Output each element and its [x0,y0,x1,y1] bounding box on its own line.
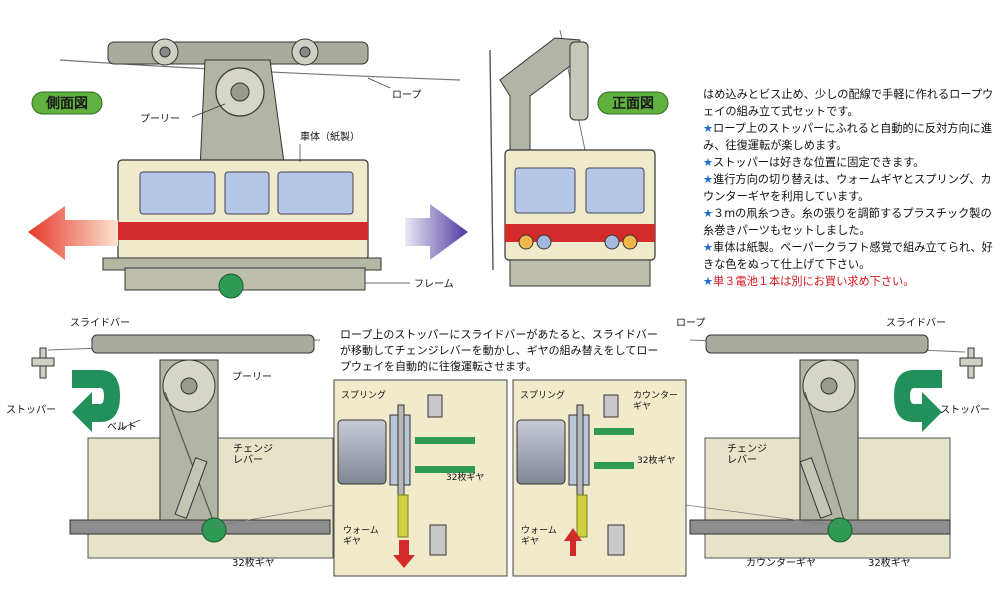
gear32-left [201,517,227,543]
counter-gear-label-2: カウンターギヤ [633,390,678,412]
change-lever-left [174,457,208,519]
left-arrow [28,206,118,260]
motor-1 [337,419,387,485]
frame-label: フレーム [414,278,454,290]
star-icon: ★ [703,275,714,288]
gear-detail-right: スプリング カウンターギヤ 32枚ギヤ ウォームギヤ [512,379,687,577]
pulley-label: プーリー [140,113,180,125]
slide-bar-right [705,334,929,354]
description-block: はめ込みとビス止め、少しの配線で手軽に作れるロープウェイの組み立て式セットです。… [703,86,995,290]
slide-bar-label-left: スライドバー [70,317,130,329]
star-icon: ★ [703,156,714,169]
stopper-right [959,347,983,379]
star-icon: ★ [703,207,714,220]
stopper-left [31,347,55,379]
belt-label: ベルト [107,421,137,433]
counter-gear-post-2 [603,394,619,418]
down-arrow-red [393,540,415,568]
front-view-badge [597,91,669,115]
side-view-badge [31,91,103,115]
gear32-label-1: 32枚ギヤ [446,471,484,483]
gear-side [218,273,244,299]
description-bullet-3: ★進行方向の切り替えは、ウォームギヤとスプリング、カウンターギヤを利用しています… [703,173,992,203]
counter-gear-post-1 [427,394,443,418]
clutch-2 [607,524,625,556]
front-hanger [499,37,581,151]
stopper-label-right: ストッパー [940,404,990,416]
gear-detail-left: スプリング 32枚ギヤ ウォームギヤ [333,379,508,577]
gear32-right [827,517,853,543]
frame-base [124,267,366,291]
gear32-label-left: 32枚ギヤ [232,556,275,569]
trolley-wheels [151,38,319,66]
spring-label-2: スプリング [520,389,565,401]
description-intro: はめ込みとビス止め、少しの配線で手軽に作れるロープウェイの組み立て式セットです。 [703,88,994,118]
car-red-stripe [118,222,368,240]
description-bullet-5: ★車体は紙製。ペーパークラフト感覚で組み立てられ、好きな色をぬって仕上げて下さい… [703,241,993,271]
front-pulley [569,41,589,121]
description-bullet-2: ★ストッパーは好きな位置に固定できます。 [703,156,925,169]
u-turn-arrow-left [72,370,120,432]
worm-gear-label-2: ウォームギヤ [521,525,557,547]
slide-bar-left [91,334,315,354]
change-lever-right [799,457,833,519]
u-turn-arrow-right [894,370,942,432]
mechanism-left: スライドバー ストッパー ベルト プーリー チェンジレバー 32枚ギヤ [6,317,334,569]
pulley-label-left: プーリー [232,371,272,383]
description-bullet-4: ★３mの凧糸つき。糸の張りを調節するプラスチック製の糸巻きパーツもセットしました… [703,207,992,237]
gear32-label-right: 32枚ギヤ [868,556,911,569]
up-arrow-red [564,528,582,556]
side-view: 側面図 ロープ プーリー 車体（紙製） フレーム [28,38,468,299]
headlights [518,234,638,250]
counter-gear-label-right: カウンターギヤ [746,557,816,569]
side-view-label: 側面図 [45,95,88,112]
slide-bar-label-right: スライドバー [886,317,946,329]
right-arrow [405,204,468,260]
spring-label-1: スプリング [341,389,386,401]
star-icon: ★ [703,241,714,254]
car-windows [139,171,354,215]
rope-label: ロープ [392,89,421,101]
motor-2 [516,419,566,485]
rope-label-right: ロープ [676,317,705,329]
description-bullet-1: ★ロープ上のストッパーにふれると自動的に反対方向に進み、往復運転が楽しめます。 [703,122,993,152]
stopper-label-left: ストッパー [6,404,56,416]
worm-gear-1 [397,494,409,538]
change-lever-label-right: チェンジレバー [727,443,767,466]
gear32-label-2: 32枚ギヤ [637,454,675,466]
clutch-1 [429,524,447,556]
mechanism-caption: ロープ上のストッパーにスライドバーがあたると、スライドバーが移動してチェンジレバ… [340,328,659,373]
star-icon: ★ [703,122,714,135]
front-view: 正面図 [489,29,669,287]
description-note: ★単３電池１本は別にお買い求め下さい。 [703,275,915,288]
belt-left [164,391,215,524]
front-view-label: 正面図 [612,96,654,112]
worm-gear-label-1: ウォームギヤ [343,525,379,547]
mechanism-right: スライドバー ロープ ストッパー チェンジレバー カウンターギヤ 32枚ギヤ [676,317,990,569]
change-lever-label-left: チェンジレバー [233,443,273,466]
star-icon: ★ [703,173,714,186]
body-label: 車体（紙製） [300,130,360,143]
worm-gear-2 [576,494,588,538]
